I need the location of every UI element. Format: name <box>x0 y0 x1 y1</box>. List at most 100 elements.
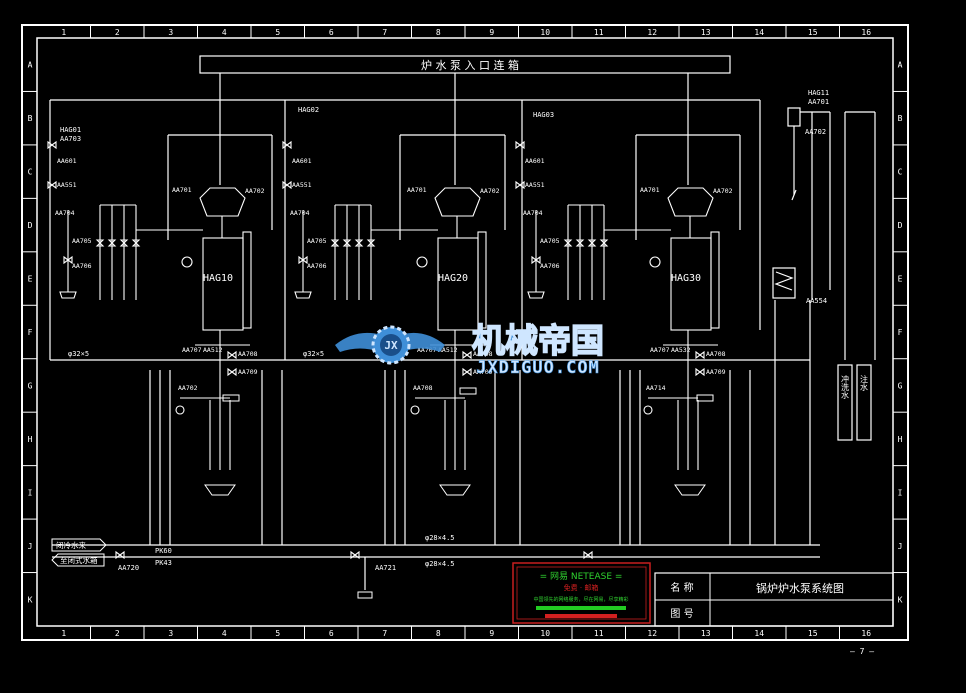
pump-tag-aa702: AA702 <box>245 187 265 195</box>
grid-col-label-bottom: 15 <box>808 629 818 638</box>
grid-col-label-top: 14 <box>754 28 764 37</box>
pump-tag-aa702: AA702 <box>713 187 733 195</box>
grid-row-label-left: C <box>28 168 33 177</box>
watermark-logo-letters: JX <box>384 339 398 352</box>
grid-col-label-bottom: 16 <box>861 629 871 638</box>
pump-lower-tag: AA709 <box>473 368 493 376</box>
inlet-arrow <box>51 538 107 552</box>
netease-stamp: = 网易 NETEASE = 免费 · 邮箱 中国领先的网络服务，尽在网易，尽享… <box>512 562 651 624</box>
grid-row-label-left: J <box>28 542 33 551</box>
grid-row-label-right: E <box>898 275 903 284</box>
grid-row-label-left: I <box>28 488 33 497</box>
grid-col-label-top: 15 <box>808 28 818 37</box>
tag-pipe-28-b: φ28×4.5 <box>425 560 455 568</box>
tag-pipe-28-a: φ28×4.5 <box>425 534 455 542</box>
grid-row-label-left: E <box>28 275 33 284</box>
tag-pk43: PK43 <box>155 559 172 567</box>
grid-col-label-bottom: 13 <box>701 629 711 638</box>
tag-aa720: AA720 <box>118 564 139 572</box>
stamp-line1: 免费 · 邮箱 <box>564 583 599 592</box>
inner-frame <box>36 37 894 627</box>
title-name-value: 锅炉炉水泵系统图 <box>756 582 844 595</box>
side-label-col-a: 冲洗水 <box>841 374 850 399</box>
drain-tanks <box>204 387 714 599</box>
grid-row-label-right: G <box>898 381 903 390</box>
tag-hag11: HAG11 <box>808 89 829 97</box>
grid-row-label-right: F <box>898 328 903 337</box>
pump-tag-aa702: AA702 <box>480 187 500 195</box>
pump-label: HAG10 <box>203 273 233 284</box>
tag-aa554: AA554 <box>806 297 827 305</box>
grid-col-label-bottom: 12 <box>647 629 657 638</box>
grid-col-label-bottom: 14 <box>754 629 764 638</box>
pump-tag-aa551: AA551 <box>292 181 312 189</box>
pump-lower-tag: AA707 <box>417 346 437 354</box>
pump-tag-aa704: AA704 <box>290 209 310 217</box>
grid-row-label-right: H <box>898 435 903 444</box>
pump-tag-aa704: AA704 <box>55 209 75 217</box>
header-pipes <box>49 73 820 590</box>
pump-tag-aa701: AA701 <box>640 186 660 194</box>
pump-lower-tag: AA708 <box>473 350 493 358</box>
pump-tag-aa705: AA705 <box>72 237 92 245</box>
watermark-brand: 机械帝国 <box>472 321 604 360</box>
grid-col-label-bottom: 9 <box>489 629 494 638</box>
pump-tag-aa701: AA701 <box>172 186 192 194</box>
pump-tag-aa706: AA706 <box>307 262 327 270</box>
pump-lower-tag: AA532 <box>671 346 691 354</box>
tag-hag02: HAG02 <box>298 106 319 114</box>
tag-aa701-right: AA701 <box>808 98 829 106</box>
grid-row-label-left: G <box>28 381 33 390</box>
grid-col-label-bottom: 4 <box>222 629 227 638</box>
pump-tag-aa601: AA601 <box>525 157 545 165</box>
pump-tag-aa551: AA551 <box>57 181 77 189</box>
grid-row-label-left: K <box>28 595 33 604</box>
grid-col-label-top: 3 <box>168 28 173 37</box>
inlet-label: 闭冷水来 <box>56 540 86 550</box>
grid-col-label-bottom: 10 <box>540 629 550 638</box>
pump-lower-tag: AA708 <box>706 350 726 358</box>
jxdiguo-watermark: JX 机械帝国 JXDIGUO.COM <box>335 320 605 378</box>
pump-lower-tag: AA708 <box>238 350 258 358</box>
stamp-title: = 网易 NETEASE = <box>540 571 623 582</box>
grid-col-label-bottom: 1 <box>61 629 66 638</box>
tag-pipe-32-mid: φ32×5 <box>303 350 324 358</box>
grid-row-label-right: C <box>898 168 903 177</box>
pump-tag-aa705: AA705 <box>307 237 327 245</box>
tag-hag01: HAG01 <box>60 126 81 134</box>
tag-aa703: AA703 <box>60 135 81 143</box>
grid-col-label-bottom: 8 <box>436 629 441 638</box>
title-name-label: 名 称 <box>670 581 693 594</box>
grid-col-label-top: 1 <box>61 28 66 37</box>
grid-col-label-top: 5 <box>275 28 280 37</box>
pump-tag-aa704: AA704 <box>523 209 543 217</box>
inlet-header-title: 炉 水 泵 入 口 连 箱 <box>421 58 519 72</box>
watermark-site: JXDIGUO.COM <box>476 358 600 378</box>
side-label-col-b: 注水 <box>860 374 869 391</box>
pump-tag-aa551: AA551 <box>525 181 545 189</box>
pump-lower-tag: AA512 <box>203 346 223 354</box>
grid-row-label-left: A <box>28 61 33 70</box>
grid-col-label-bottom: 2 <box>115 629 120 638</box>
grid-col-label-bottom: 11 <box>594 629 604 638</box>
grid-row-label-left: H <box>28 435 33 444</box>
grid-col-label-bottom: 7 <box>382 629 387 638</box>
pump-tag-aa601: AA601 <box>57 157 77 165</box>
page-marker: — 7 — <box>850 647 874 656</box>
grid-col-label-top: 4 <box>222 28 227 37</box>
grid-row-label-right: K <box>898 595 903 604</box>
right-side-pipes <box>772 107 876 441</box>
grid-row-label-right: A <box>898 61 903 70</box>
pump-lower-tag: AA702 <box>178 384 198 392</box>
pump-lower-tag: AA707 <box>650 346 670 354</box>
title-block: 名 称 锅炉炉水泵系统图 图 号 <box>654 572 894 627</box>
grid-row-label-right: J <box>898 542 903 551</box>
pump-tag-aa706: AA706 <box>540 262 560 270</box>
